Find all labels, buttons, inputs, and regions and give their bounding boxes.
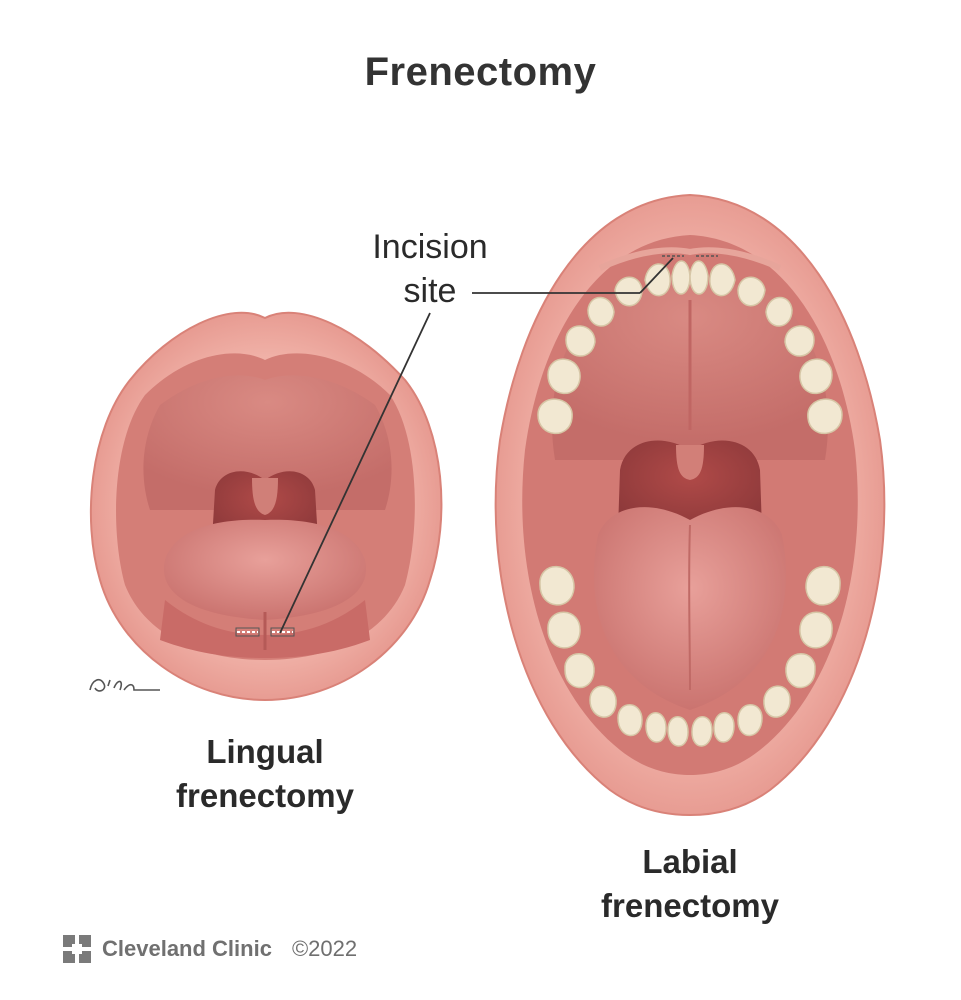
labial-uvula [676,445,704,480]
lingual-label-line1: Lingual [206,733,324,770]
incision-site-line1: Incision [372,228,488,266]
artist-signature-icon [89,678,160,692]
page-title: Frenectomy [364,50,597,94]
labial-lower-teeth [539,565,841,747]
labial-label-line2: frenectomy [601,887,779,924]
lingual-tongue [163,519,367,620]
cleveland-clinic-logo-icon [63,935,91,963]
labial-upper-gums [598,247,782,271]
lingual-label-line2: frenectomy [176,777,354,814]
incision-site-label: Incision site [340,225,520,313]
incision-leader-line-lingual [279,312,431,634]
incision-site-line2: site [403,272,457,310]
footer-copyright: ©2022 [291,936,358,961]
labial-throat [618,440,762,530]
footer: Cleveland Clinic ©2022 [62,932,357,966]
labial-mouth-illustration [494,193,886,817]
lingual-palate [143,375,392,510]
lingual-mouth-floor [160,600,370,658]
incision-leader-line-labial-angled [639,257,674,294]
labial-tongue-groove [688,524,691,691]
labial-frenectomy-label: Labial frenectomy [570,840,810,928]
footer-brand: Cleveland Clinic [102,936,272,961]
lingual-mouth-illustration [89,311,443,702]
lingual-uvula [252,478,278,515]
lingual-frenectomy-label: Lingual frenectomy [140,730,390,818]
labial-label-line1: Labial [642,843,738,880]
